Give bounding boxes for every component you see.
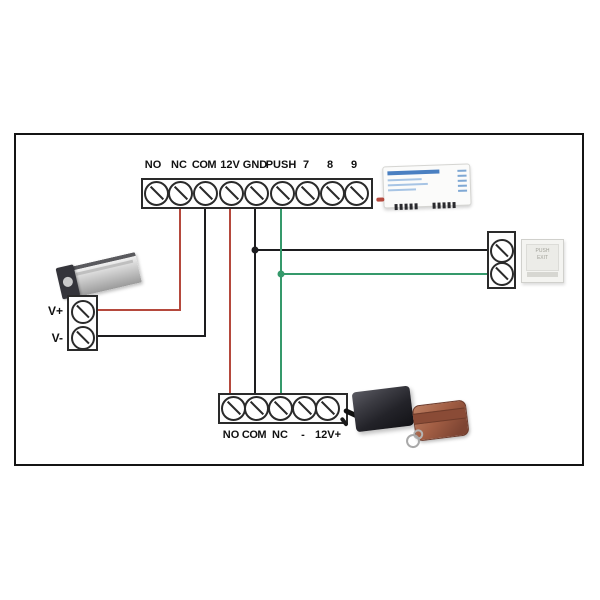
screw-exit-2 [490, 262, 514, 286]
terminal-label-com: COM [191, 159, 217, 171]
screw-terminal-nc [168, 181, 193, 206]
exit-button-text-exit: EXIT [536, 255, 549, 261]
relay-label-neg: - [301, 429, 305, 441]
exit-button-panel[interactable]: PUSH EXIT [526, 244, 559, 271]
exit-button-terminal-block [487, 231, 516, 289]
screw-terminal-push [270, 181, 295, 206]
screw-vplus [71, 300, 95, 324]
relay-label-no: NO [222, 429, 240, 441]
relay-label-com: COM [241, 429, 267, 441]
terminal-label-gnd: GND [242, 159, 268, 171]
screw-relay-nc [268, 396, 293, 421]
screw-terminal-no [144, 181, 169, 206]
screw-terminal-12v [219, 181, 244, 206]
receiver-box [351, 385, 415, 433]
screw-terminal-gnd [244, 181, 269, 206]
terminal-label-nc: NC [171, 159, 187, 171]
screw-relay-neg [292, 396, 317, 421]
maglock-bolt-hole [61, 275, 74, 288]
screw-exit-1 [490, 239, 514, 263]
terminal-label-7: 7 [302, 159, 310, 171]
power-supply [376, 161, 474, 216]
screw-relay-no [221, 396, 246, 421]
exit-button-bar [527, 272, 558, 277]
maglock-label-vplus: V+ [47, 304, 63, 318]
psu-pin [394, 204, 398, 211]
screw-terminal-com [193, 181, 218, 206]
screw-terminal-8 [320, 181, 345, 206]
relay-label-12v: 12V+ [315, 429, 341, 441]
relay-label-nc: NC [272, 429, 288, 441]
maglock-label-vminus: V- [51, 331, 63, 345]
controller-terminal-strip [141, 178, 373, 209]
screw-relay-12v [315, 396, 340, 421]
screw-vminus [71, 326, 95, 350]
terminal-label-push: PUSH [265, 159, 297, 171]
maglock-terminal-block [67, 295, 98, 351]
screw-relay-com [244, 396, 269, 421]
terminal-label-no: NO [144, 159, 162, 171]
maglock-body [70, 252, 142, 298]
relay-terminal-strip [218, 393, 348, 424]
psu-wire-stub [376, 197, 385, 202]
fob-keyring [405, 433, 421, 449]
exit-button-text-push: PUSH [535, 248, 550, 254]
screw-terminal-9 [344, 181, 369, 206]
exit-button[interactable]: PUSH EXIT [521, 239, 564, 283]
terminal-label-9: 9 [350, 159, 358, 171]
terminal-label-12v: 12V [220, 159, 240, 171]
remote-fob [405, 398, 470, 449]
screw-terminal-7 [295, 181, 320, 206]
terminal-label-8: 8 [326, 159, 334, 171]
